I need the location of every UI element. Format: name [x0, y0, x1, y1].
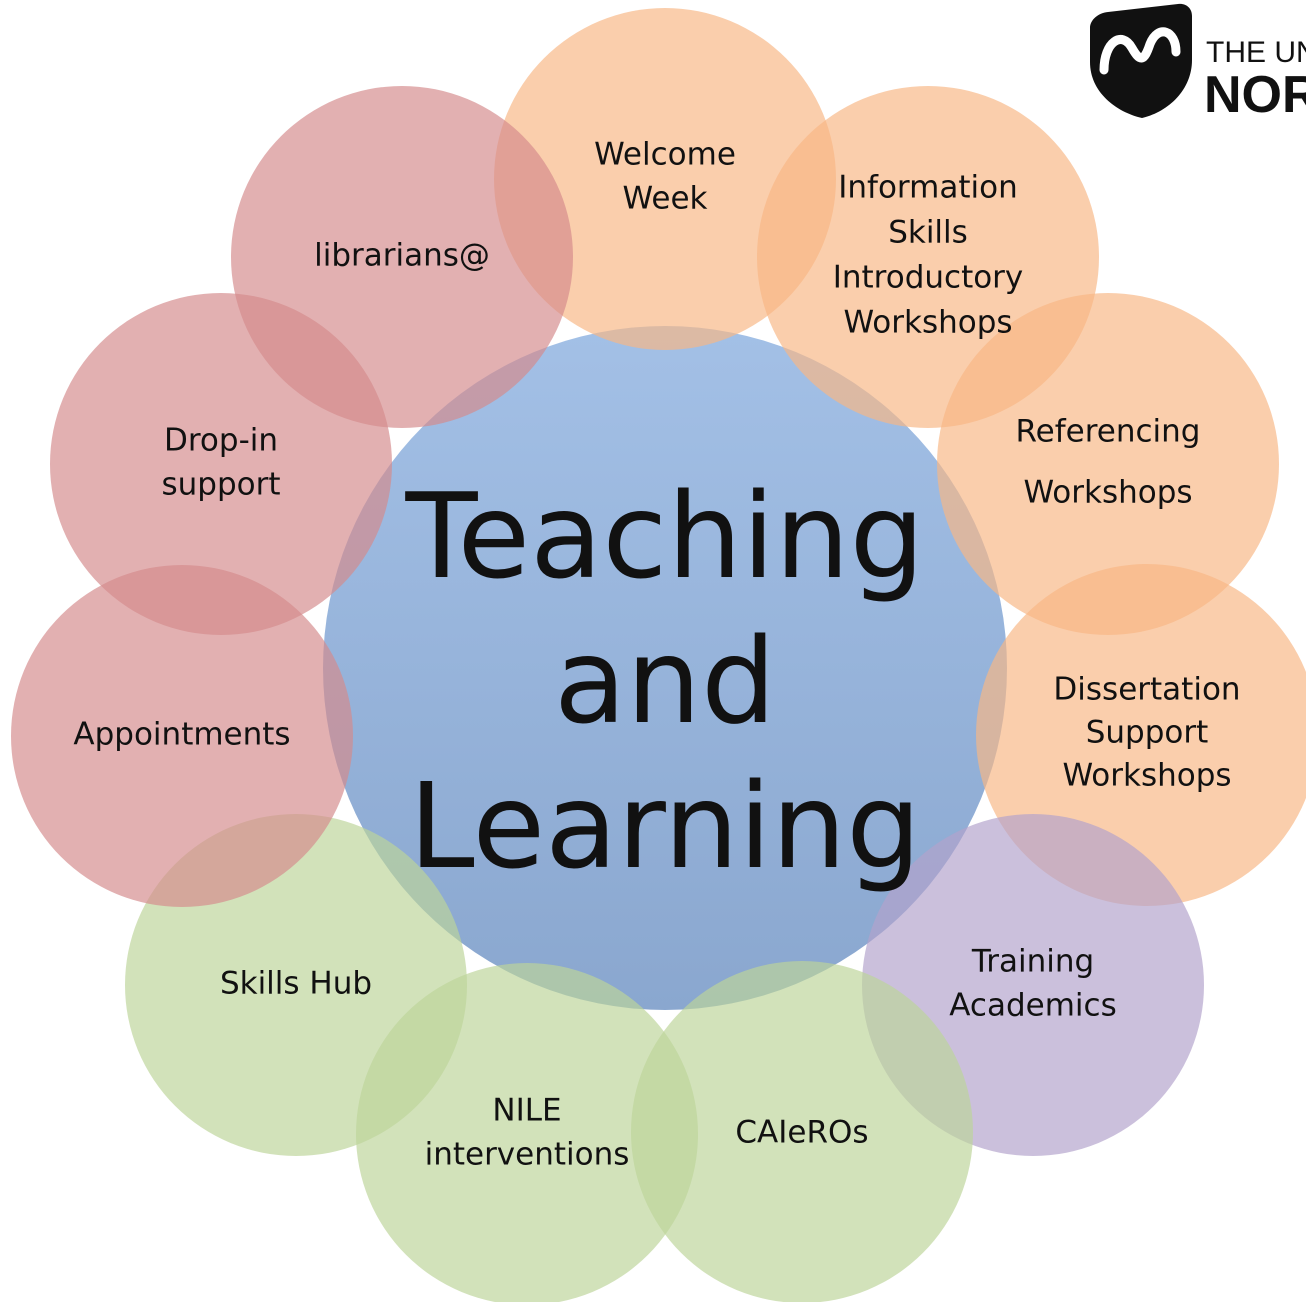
node-label-dissertation-support-1: Dissertation: [1053, 672, 1240, 708]
node-label-information-skills-3: Introductory: [833, 260, 1024, 296]
node-circle-caieros: [631, 961, 973, 1302]
node-label-nile-interventions-1: NILE: [492, 1093, 561, 1129]
university-logo-icon: [1090, 3, 1192, 119]
node-label-information-skills-1: Information: [838, 170, 1017, 206]
node-circle-welcome-week: [494, 8, 836, 350]
node-label-librarians-1: librarians@: [314, 238, 490, 274]
nodes-layer: [11, 8, 1306, 1302]
node-label-skills-hub-1: Skills Hub: [220, 966, 372, 1002]
node-label-training-academics-1: Training: [971, 944, 1094, 980]
node-label-referencing-workshops-2: Workshops: [1023, 475, 1192, 511]
node-label-drop-in-support-2: support: [161, 467, 280, 503]
node-label-drop-in-support-1: Drop-in: [164, 423, 278, 459]
node-label-dissertation-support-3: Workshops: [1062, 758, 1231, 794]
center-title-line-2: and: [554, 612, 776, 750]
node-label-appointments-1: Appointments: [73, 717, 290, 753]
node-label-welcome-week-1: Welcome: [594, 137, 736, 173]
logo-line-2: NORT: [1204, 66, 1306, 124]
center-title-line-1: Teaching: [404, 467, 924, 605]
center-title-line-3: Learning: [409, 757, 921, 895]
node-label-nile-interventions-2: interventions: [425, 1137, 630, 1173]
node-circle-appointments: [11, 565, 353, 907]
node-label-welcome-week-2: Week: [623, 181, 708, 217]
university-logo: THE UNI NORT: [1090, 3, 1306, 124]
node-label-caieros-1: CAIeROs: [735, 1115, 868, 1151]
node-label-referencing-workshops-1: Referencing: [1016, 414, 1201, 450]
node-label-information-skills-4: Workshops: [843, 305, 1012, 341]
center-layer: [323, 326, 1007, 1010]
node-circle-referencing-workshops: [937, 293, 1279, 635]
node-label-dissertation-support-2: Support: [1086, 715, 1209, 751]
logo-line-1: THE UNI: [1206, 36, 1306, 69]
node-label-information-skills-2: Skills: [888, 215, 968, 251]
node-circle-librarians: [231, 86, 573, 428]
center-circle: [323, 326, 1007, 1010]
node-label-training-academics-2: Academics: [949, 988, 1116, 1024]
